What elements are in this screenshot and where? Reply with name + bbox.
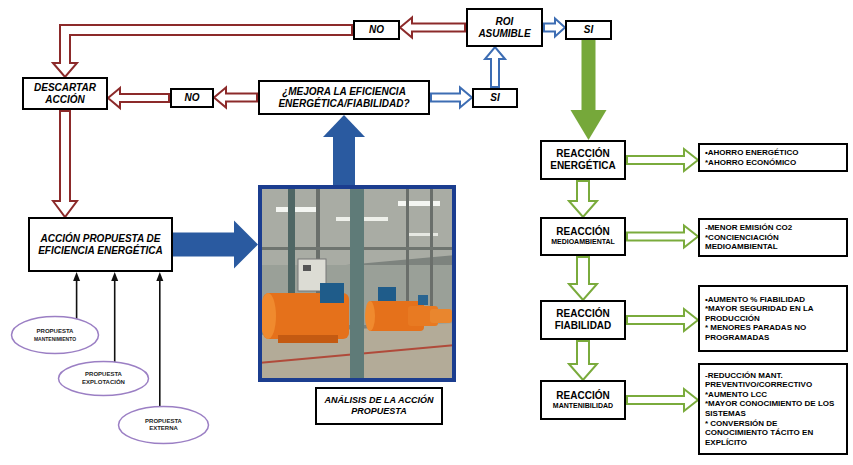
result-box: •AUMENTO % FIABILIDAD*MAYOR SEGURIDAD EN… bbox=[698, 285, 848, 352]
node-text: ROI ASUMIBLE bbox=[472, 16, 537, 40]
reaction-box: REACCIÓNFIABILIDAD bbox=[540, 300, 626, 340]
node-text: REACCIÓN bbox=[556, 390, 609, 402]
node-text: ACCIÓN PROPUESTA DE EFICIENCIA ENERGÉTIC… bbox=[34, 233, 167, 257]
connector-arrow bbox=[73, 272, 80, 319]
node-text: ¿MEJORA LA EFICIENCIA ENERGÉTICA/FIABILI… bbox=[264, 86, 424, 110]
node-text: FIABILIDAD bbox=[555, 320, 612, 332]
node-text: -REDUCCIÓN MANT. PREVENTIVO/CORRECTIVO bbox=[705, 371, 841, 390]
node-text: * MENORES PARADAS NO PROGRAMADAS bbox=[705, 323, 841, 342]
ellipse-outline bbox=[10, 315, 100, 355]
node-text: SI bbox=[490, 92, 499, 104]
node-text: EXPLOTACIÓN bbox=[82, 379, 125, 386]
node-text: MANTENIBILIDAD bbox=[553, 402, 613, 410]
node-text: -MENOR EMISIÓN CO2 bbox=[705, 223, 792, 233]
node-text: EXTERNA bbox=[149, 425, 178, 432]
result-box: -REDUCCIÓN MANT. PREVENTIVO/CORRECTIVO*A… bbox=[698, 363, 848, 455]
node-text: * CONVERSIÓN DE CONOCIMIENTO TÁCITO EN E… bbox=[705, 419, 841, 448]
connector-arrow bbox=[53, 110, 77, 217]
connector-arrow bbox=[400, 18, 466, 38]
connector-arrow bbox=[569, 256, 597, 300]
connector-arrow bbox=[214, 88, 258, 108]
connector-arrow bbox=[108, 88, 170, 108]
process-box: ACCIÓN PROPUESTA DE EFICIENCIA ENERGÉTIC… bbox=[28, 217, 173, 272]
connector-arrow bbox=[323, 115, 365, 185]
connector-arrow bbox=[569, 340, 597, 380]
node-text: *AHORRO ECONÓMICO bbox=[705, 158, 796, 168]
process-box: DESCARTAR ACCIÓN bbox=[22, 77, 108, 110]
connector-arrow bbox=[543, 19, 565, 37]
connector-arrow bbox=[430, 88, 472, 108]
node-text: ENERGÉTICA bbox=[550, 160, 616, 172]
connector-arrow bbox=[626, 149, 698, 171]
proposal-ellipse: PROPUESTAEXPLOTACIÓN bbox=[57, 360, 150, 397]
connector-arrow bbox=[626, 389, 698, 411]
connector-arrow bbox=[626, 226, 698, 248]
process-box: SI bbox=[472, 88, 518, 108]
connector-arrow bbox=[53, 30, 353, 77]
proposal-ellipse: PROPUESTAMANTENIMIENTO bbox=[10, 315, 100, 355]
reaction-box: REACCIÓNENERGÉTICA bbox=[540, 140, 626, 180]
result-box: -MENOR EMISIÓN CO2*CONCIENCIACIÓN MEDIOA… bbox=[698, 218, 848, 257]
node-text: NO bbox=[185, 92, 200, 104]
node-text: SI bbox=[584, 24, 593, 36]
node-text: MANTENIMIENTO bbox=[34, 336, 76, 342]
analysis-node: ANÁLISIS DE LA ACCIÓN PROPUESTA bbox=[258, 185, 456, 428]
node-text: •AHORRO ENERGÉTICO bbox=[705, 148, 798, 158]
node-text: *CONCIENCIACIÓN MEDIOAMBIENTAL bbox=[705, 233, 841, 252]
node-text: NO bbox=[369, 24, 384, 36]
node-text: REACCIÓN bbox=[556, 308, 609, 320]
node-text: PROPUESTA bbox=[145, 418, 182, 425]
node-text: PROPUESTA bbox=[85, 371, 122, 378]
node-text: *MAYOR CONOCIMIENTO DE LOS SISTEMAS bbox=[705, 399, 841, 418]
process-box: SI bbox=[565, 20, 612, 40]
node-text: *AUMENTO LCC bbox=[705, 390, 767, 400]
node-text: DESCARTAR ACCIÓN bbox=[28, 82, 102, 106]
node-text: PROPUESTA bbox=[37, 328, 74, 335]
connector-arrow bbox=[485, 47, 505, 88]
reaction-box: REACCIÓNMEDIOAMBIENTAL bbox=[540, 217, 626, 256]
connector-arrow bbox=[156, 272, 163, 407]
process-box: NO bbox=[170, 88, 214, 108]
machine-room-photo bbox=[258, 185, 456, 382]
node-text: •AUMENTO % FIABILIDAD bbox=[705, 295, 805, 305]
connector-arrow bbox=[571, 40, 607, 140]
node-text: ANÁLISIS DE LA ACCIÓN PROPUESTA bbox=[321, 395, 437, 417]
caption-box: ANÁLISIS DE LA ACCIÓN PROPUESTA bbox=[315, 387, 443, 425]
connector-arrow bbox=[111, 272, 118, 362]
process-box: ROI ASUMIBLE bbox=[466, 8, 543, 47]
process-box: NO bbox=[353, 20, 400, 40]
proposal-ellipse: PROPUESTAEXTERNA bbox=[117, 405, 210, 445]
node-text: *MAYOR SEGURIDAD EN LA PRODUCCIÓN bbox=[705, 304, 841, 323]
node-text: MEDIOAMBIENTAL bbox=[551, 238, 615, 246]
process-box: ¿MEJORA LA EFICIENCIA ENERGÉTICA/FIABILI… bbox=[258, 80, 430, 115]
reaction-box: REACCIÓNMANTENIBILIDAD bbox=[540, 380, 626, 420]
connector-arrow bbox=[173, 221, 258, 269]
node-text: REACCIÓN bbox=[556, 226, 609, 238]
connector-arrow bbox=[569, 180, 597, 217]
result-box: •AHORRO ENERGÉTICO*AHORRO ECONÓMICO bbox=[698, 143, 848, 172]
connector-arrow bbox=[626, 309, 698, 331]
node-text: REACCIÓN bbox=[556, 148, 609, 160]
